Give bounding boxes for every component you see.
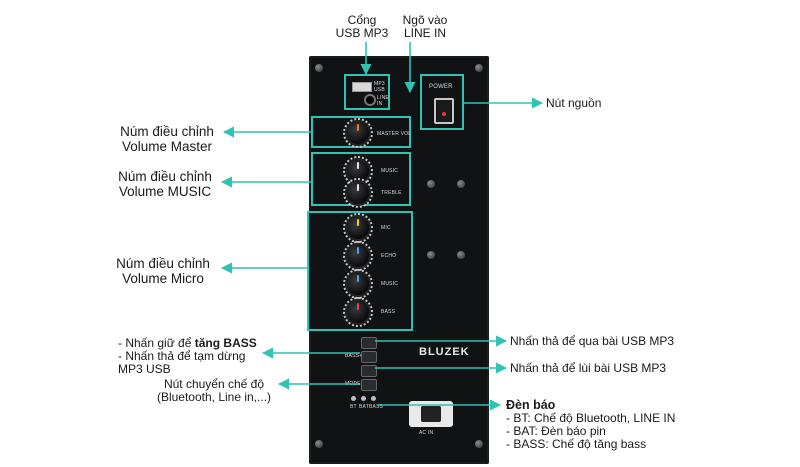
led-label-bt: BT [350,404,357,410]
screw [427,251,435,259]
callout-bass-bold: tăng BASS [194,336,257,350]
usb-port[interactable] [352,82,372,92]
callout-master-line2: Volume Master [121,139,213,154]
bat-led [361,396,366,401]
bass-label: BASS [381,309,396,315]
music-box: MUSIC TREBLE [311,152,411,208]
music-volume-knob[interactable] [347,160,369,182]
callout-linein: Ngõ vào LINE IN [396,14,454,40]
power-label: POWER [429,84,453,90]
knob-scale [343,297,373,327]
screw [315,64,323,72]
mic-label: MIC [381,225,391,231]
callout-bass-line1: - Nhấn giữ để tăng BASS [118,337,257,350]
line-in-jack[interactable] [366,96,374,104]
callout-linein-line2: LINE IN [403,26,446,40]
callout-pause-line1: - Nhấn thả để tạm dừng [118,349,246,363]
callout-micro-line2: Volume Micro [122,271,204,286]
screw [457,180,465,188]
callout-mode-line2: (Bluetooth, Line in,...) [156,390,272,404]
callout-music-line1: Núm điều chỉnh [118,169,212,184]
bass-pause-button[interactable] [361,351,377,363]
next-button[interactable] [361,337,377,349]
ac-socket-inner [421,406,441,422]
callout-linein-line1: Ngõ vào [402,13,448,27]
treble-knob[interactable] [347,182,369,204]
master-box: MASTER VOL [311,116,411,148]
callout-indicator: Đèn báo - BT: Chế độ Bluetooth, LINE IN … [506,399,675,451]
mic-music-label: MUSIC [381,281,399,287]
bt-led [351,396,356,401]
micro-box: MIC ECHO MUSIC BASS [307,211,413,331]
screw [457,251,465,259]
screw [475,440,483,448]
knob-indicator [357,124,359,131]
echo-label: ECHO [381,253,397,259]
knob-scale [343,118,373,148]
music-label: MUSIC [381,168,399,174]
knob-indicator [357,303,359,310]
callout-power: Nút nguồn [546,96,602,110]
led-label-bass: BASS [369,404,384,410]
speaker-back-panel: MP3 USB LINE IN POWER MASTER VOL MUSIC T… [307,56,489,464]
echo-knob[interactable] [347,245,369,267]
knob-scale [343,178,373,208]
callout-music: Núm điều chỉnh Volume MUSIC [110,169,220,199]
mode-button[interactable] [361,379,377,391]
knob-indicator [357,162,359,169]
knob-indicator [357,247,359,254]
line-label-2: IN [377,101,383,107]
callout-master: Núm điều chỉnh Volume Master [112,124,222,154]
bass-led [371,396,376,401]
mic-volume-knob[interactable] [347,217,369,239]
callout-usb: Cổng USB MP3 [328,14,396,40]
screw [475,64,483,72]
button-label-bass: BASS+ [345,353,363,359]
prev-button[interactable] [361,365,377,377]
line-label-1: LINE [377,95,389,101]
usb-label-2: USB [374,87,385,93]
callout-music-line2: Volume MUSIC [118,184,212,199]
callout-prev: Nhấn thả để lùi bài USB MP3 [510,361,667,375]
callout-indicator-title: Đèn báo [506,398,556,412]
master-label: MASTER VOL [377,131,412,137]
brand-logo: BLUZEK [419,346,470,358]
power-switch-dot [442,112,446,116]
led-label-bat: BAT [359,404,369,410]
treble-label: TREBLE [381,190,402,196]
callout-micro-line1: Núm điều chỉnh [116,256,210,271]
callout-indicator-line3: - BASS: Chế độ tăng bass [506,437,647,451]
callout-mode-line1: Nút chuyển chế độ [163,377,265,391]
callout-master-line1: Núm điều chỉnh [120,124,214,139]
bass-knob[interactable] [347,301,369,323]
knob-indicator [357,275,359,282]
callout-indicator-line2: - BAT: Đèn báo pin [506,424,606,438]
callout-pause-line2: MP3 USB [118,362,171,376]
screw [427,180,435,188]
power-box: POWER [420,74,464,130]
callout-bass: - Nhấn giữ để tăng BASS - Nhấn thả để tạ… [118,337,257,376]
master-volume-knob[interactable] [347,122,369,144]
knob-indicator [357,184,359,191]
callout-micro: Núm điều chỉnh Volume Micro [106,256,220,286]
callout-indicator-line1: - BT: Chế độ Bluetooth, LINE IN [506,411,676,425]
callout-next: Nhấn thả để qua bài USB MP3 [510,334,675,348]
mic-music-knob[interactable] [347,273,369,295]
callout-usb-line2: USB MP3 [335,26,389,40]
power-switch[interactable] [434,98,454,124]
usb-label-1: MP3 [374,81,385,87]
callout-bass-prefix: - Nhấn giữ để [118,336,195,350]
callout-mode: Nút chuyển chế độ (Bluetooth, Line in,..… [150,378,278,404]
screw [315,440,323,448]
knob-indicator [357,219,359,226]
ac-label: AC IN [419,430,434,436]
callout-usb-line1: Cổng [347,13,377,27]
